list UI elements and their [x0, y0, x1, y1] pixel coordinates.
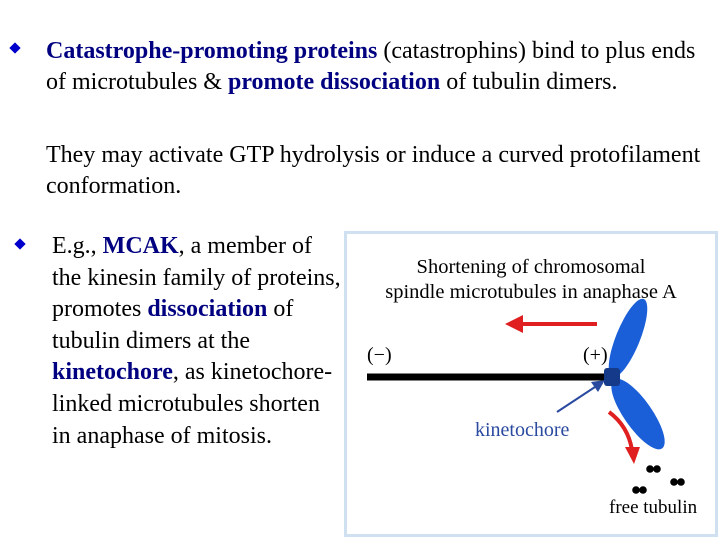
tubulin-dot [677, 478, 685, 486]
figure-title-line1: Shortening of chromosomal [417, 256, 646, 278]
minus-end-label: (−) [367, 344, 392, 366]
plus-end-label: (+) [583, 344, 608, 366]
release-arrow-curve [607, 410, 634, 451]
tubulin-dot [670, 478, 678, 486]
tubulin-dot [639, 486, 647, 494]
kinesin-lower-lobe [611, 378, 665, 450]
kinetochore-pointer-head [591, 380, 605, 392]
bullet-paragraph-2: E.g., MCAK, a member of the kinesin fami… [52, 231, 342, 452]
tubulin-dot [632, 486, 640, 494]
bullet2-text-a: , a member of the kinesin family of prot… [52, 233, 341, 323]
kinetochore-label: kinetochore [475, 419, 570, 441]
free-tubulin-dimers [632, 465, 685, 494]
bullet1-text-a: (catastrophins) bind to plus ends of mic… [46, 38, 696, 95]
kinesin-upper-lobe [608, 298, 648, 378]
promote-dissociation-term: promote dissociation [227, 68, 441, 95]
bullet-continuation: They may activate GTP hydrolysis or indu… [46, 142, 701, 199]
bullet2-text-c: , as kinetochore-linked microtubules sho… [52, 359, 333, 449]
kinetochore-plus-end-cap [604, 368, 620, 386]
microtubule-shortening-figure: Shortening of chromosomal spindle microt… [344, 231, 718, 537]
tubulin-dot [653, 465, 661, 473]
bullet-diamond-1 [9, 42, 21, 54]
kinetochore-pointer-line [556, 384, 599, 413]
bullet2-text-b: of tubulin dimers at the [52, 296, 294, 354]
free-tubulin-label: free tubulin [609, 497, 698, 518]
bullet1-text-b: of tubulin dimers. [440, 68, 618, 95]
mcak-term: MCAK [102, 233, 179, 259]
release-arrow-head [625, 447, 640, 464]
bullet2-prefix: E.g., [52, 233, 103, 259]
shortening-arrow-head [505, 315, 523, 333]
dissociation-term: dissociation [147, 296, 268, 323]
figure-canvas: Shortening of chromosomal spindle microt… [367, 256, 698, 518]
bullet-diamond-2 [14, 238, 26, 250]
catastrophe-term: Catastrophe-promoting proteins [46, 38, 378, 64]
tubulin-dot [646, 465, 654, 473]
kinetochore-term: kinetochore [52, 359, 173, 386]
figure-title-line2: spindle microtubules in anaphase A [385, 281, 677, 303]
bullet-paragraph-1: Catastrophe-promoting proteins (catastro… [46, 36, 706, 97]
